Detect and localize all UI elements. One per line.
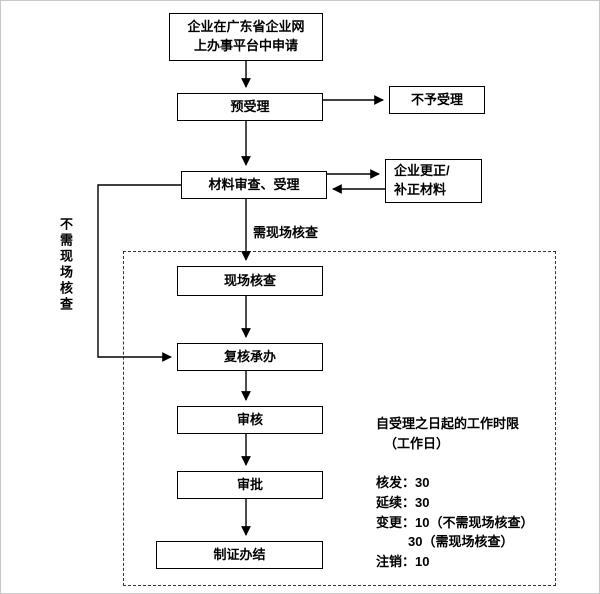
dashed-onsite-group-region [123,251,556,586]
node-certificate-done: 制证办结 [156,541,323,569]
time-limit-title: 自受理之日起的工作时限 [376,416,520,431]
node-approve: 审批 [177,471,323,499]
label-need-onsite-inspection: 需现场核查 [253,225,319,240]
node-rejection: 不予受理 [389,86,485,114]
node-review-undertake: 复核承办 [177,343,323,371]
time-limit-line-cancel: 注销：10 [376,554,430,569]
time-limit-subtitle: （工作日） [384,436,450,451]
node-examine: 审核 [177,406,323,434]
time-limit-line-change-onsite: 30（需现场核查） [408,534,514,549]
node-pre-acceptance: 预受理 [177,93,323,121]
node-material-review: 材料审查、受理 [181,171,327,199]
time-limit-line-renewal: 延续：30 [376,495,430,510]
node-onsite-inspection: 现场核查 [177,266,323,296]
time-limit-line-issue: 核发：30 [376,475,430,490]
node-correction: 企业更正/ 补正材料 [385,159,482,203]
node-apply: 企业在广东省企业网 上办事平台中申请 [169,13,323,61]
time-limit-line-change: 变更：10（不需现场核查） [376,515,534,530]
label-no-onsite-inspection: 不需现场核查 [58,217,73,313]
